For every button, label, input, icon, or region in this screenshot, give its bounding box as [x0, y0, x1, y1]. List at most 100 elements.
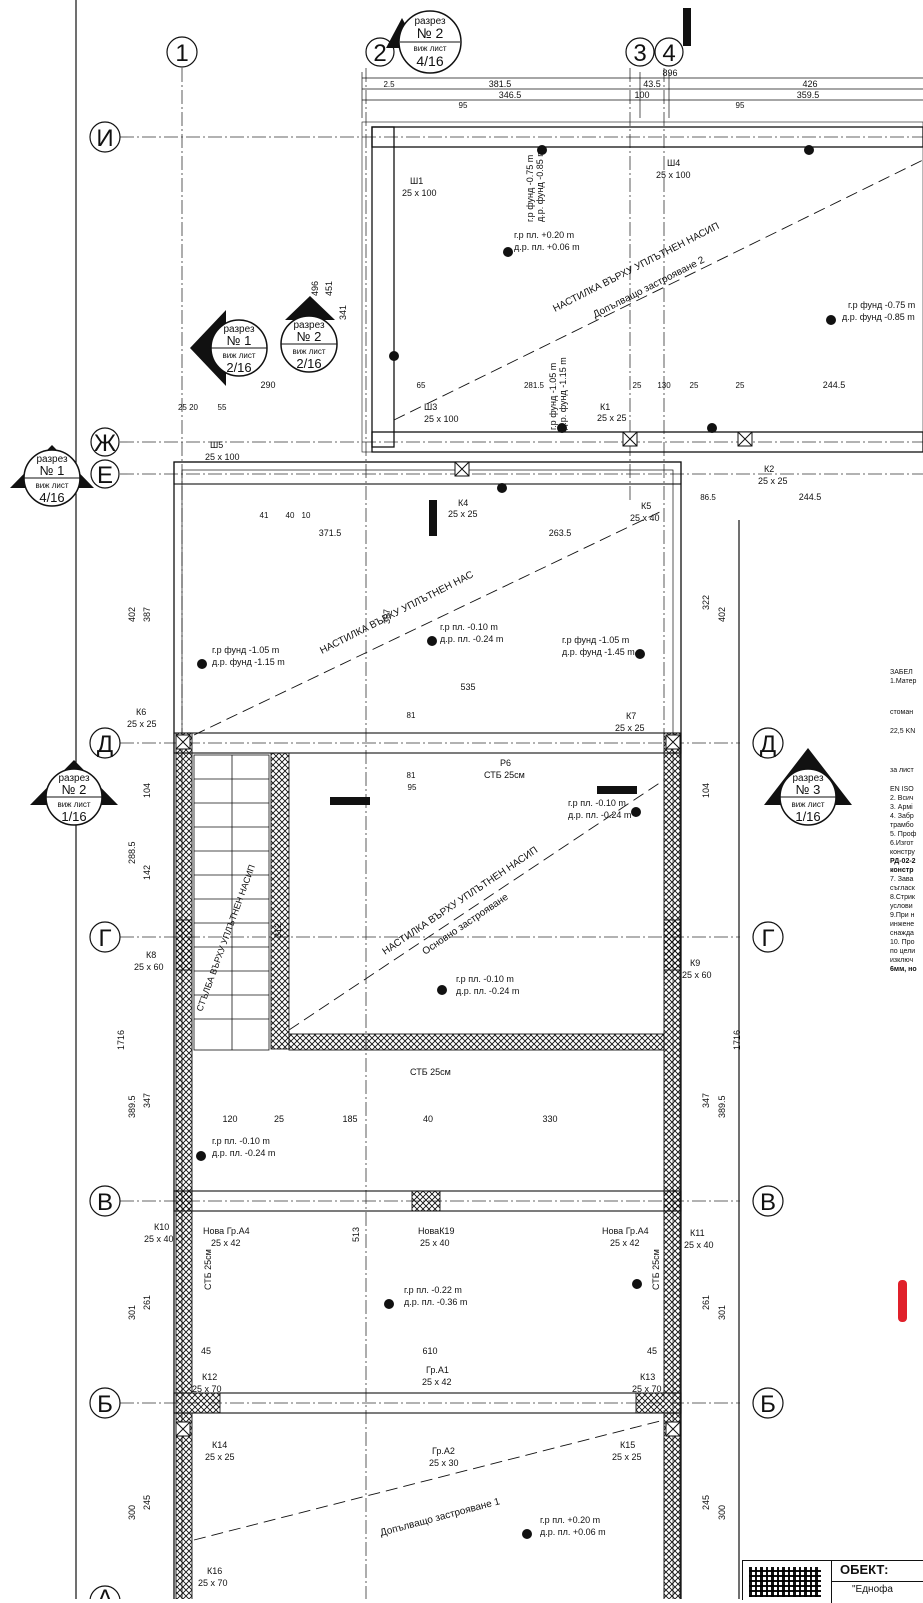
svg-text:300: 300 — [717, 1505, 727, 1520]
svg-text:разрез: разрез — [792, 773, 823, 784]
svg-text:В: В — [97, 1189, 113, 1216]
axis-bubble-1: 1 — [166, 36, 198, 68]
stair — [193, 754, 270, 1051]
svg-text:341: 341 — [338, 305, 348, 320]
hatched-walls — [175, 732, 681, 1599]
svg-text:К14: К14 — [212, 1440, 227, 1450]
svg-text:25 x 60: 25 x 60 — [134, 962, 164, 972]
svg-text:281.5: 281.5 — [524, 381, 545, 390]
svg-text:д.р. пл. -0.24 m: д.р. пл. -0.24 m — [456, 986, 519, 996]
note-line: 22,5 KN — [890, 728, 916, 735]
svg-text:95: 95 — [408, 783, 417, 792]
svg-text:Д: Д — [97, 731, 113, 758]
svg-text:СТБ 25см: СТБ 25см — [203, 1249, 213, 1290]
svg-text:301: 301 — [127, 1305, 137, 1320]
svg-text:535: 535 — [460, 682, 475, 692]
note-line: EN ISO — [890, 786, 914, 793]
svg-text:25 x 25: 25 x 25 — [612, 1452, 642, 1462]
svg-text:В: В — [760, 1189, 776, 1216]
svg-text:86.5: 86.5 — [700, 493, 716, 502]
axis-bubble-4: 4 — [654, 37, 684, 67]
svg-text:261: 261 — [701, 1295, 711, 1310]
columns — [175, 431, 753, 1437]
svg-text:г.р пл. -0.10 m: г.р пл. -0.10 m — [440, 622, 498, 632]
svg-text:25: 25 — [736, 381, 745, 390]
svg-text:Б: Б — [760, 1391, 776, 1418]
svg-text:д.р. пл. +0.06 m: д.р. пл. +0.06 m — [514, 242, 580, 252]
svg-text:25 x 42: 25 x 42 — [610, 1238, 640, 1248]
svg-text:130: 130 — [657, 381, 671, 390]
svg-text:25: 25 — [633, 381, 642, 390]
svg-text:№ 2: № 2 — [417, 25, 444, 41]
svg-text:25 x 25: 25 x 25 — [615, 723, 645, 733]
svg-text:Г: Г — [99, 925, 112, 952]
svg-text:№ 2: № 2 — [62, 782, 87, 797]
section-mark-2-top: разрез № 2 виж лист 4/16 — [386, 10, 462, 74]
svg-text:д.р. фунд -0.85 m: д.р. фунд -0.85 m — [535, 149, 545, 222]
svg-text:№ 1: № 1 — [40, 463, 65, 478]
svg-text:312: 312 — [273, 923, 283, 938]
svg-text:25 x 40: 25 x 40 — [684, 1240, 714, 1250]
axis-bubble-Д-left: Д — [89, 727, 121, 759]
svg-text:45: 45 — [647, 1346, 657, 1356]
svg-text:55: 55 — [218, 403, 227, 412]
svg-text:25 x 40: 25 x 40 — [144, 1234, 174, 1244]
svg-text:д.р. фунд -1.15 m: д.р. фунд -1.15 m — [558, 357, 568, 430]
level-labels: г.р пл. +0.20 m д.р. пл. +0.06 m г.р фун… — [212, 149, 915, 1537]
section-mark-1-left: разрез № 1 виж лист 2/16 — [190, 310, 268, 386]
svg-text:25 x 25: 25 x 25 — [597, 413, 627, 423]
svg-text:25 x 70: 25 x 70 — [198, 1578, 228, 1588]
svg-text:К5: К5 — [641, 501, 651, 511]
note-line: изключ — [890, 957, 914, 964]
svg-text:К8: К8 — [146, 950, 156, 960]
svg-text:25 x 42: 25 x 42 — [211, 1238, 241, 1248]
svg-text:Ж: Ж — [94, 430, 116, 457]
dim-top: 43.5 — [643, 79, 661, 89]
svg-text:виж лист: виж лист — [413, 44, 446, 53]
svg-text:Г: Г — [762, 925, 775, 952]
svg-text:Ш3: Ш3 — [424, 402, 437, 412]
note-line: снажда — [890, 930, 914, 937]
svg-text:К9: К9 — [690, 958, 700, 968]
side-dimension-labels: 402 387 402 322 1716 1716 288.5 142 389.… — [116, 281, 742, 1520]
note-line: РД-02-2 — [890, 858, 916, 865]
svg-text:40: 40 — [423, 1114, 433, 1124]
svg-text:Е: Е — [97, 462, 113, 489]
svg-text:г.р пл. +0.20 m: г.р пл. +0.20 m — [540, 1515, 600, 1525]
svg-text:2/16: 2/16 — [296, 356, 321, 371]
note-line: 8.Стрик — [890, 894, 915, 901]
svg-text:разрез: разрез — [58, 773, 89, 784]
svg-text:д.р. пл. -0.24 m: д.р. пл. -0.24 m — [440, 634, 503, 644]
svg-text:г.р пл. -0.10 m: г.р пл. -0.10 m — [456, 974, 514, 984]
zone-label: Допълващо застрояване 1 — [379, 1496, 502, 1539]
section-mark-2-left: разрез № 2 виж лист 2/16 — [280, 296, 338, 373]
svg-text:Ш5: Ш5 — [210, 440, 223, 450]
note-line: 6.Изгот — [890, 840, 914, 847]
svg-text:№ 2: № 2 — [297, 329, 322, 344]
svg-text:142: 142 — [142, 865, 152, 880]
svg-text:Нова Гр.А4: Нова Гр.А4 — [602, 1226, 649, 1236]
svg-text:330: 330 — [542, 1114, 557, 1124]
dim-top: 2.5 — [383, 80, 395, 89]
svg-text:г.р пл. -0.10 m: г.р пл. -0.10 m — [212, 1136, 270, 1146]
svg-text:288.5: 288.5 — [127, 841, 137, 864]
axis-bubble-2: 2 — [365, 37, 395, 67]
svg-text:виж лист: виж лист — [35, 481, 68, 490]
svg-text:25 x 40: 25 x 40 — [420, 1238, 450, 1248]
svg-text:25 x 25: 25 x 25 — [205, 1452, 235, 1462]
section-mark-3-right: разрез № 3 виж лист 1/16 — [764, 748, 852, 826]
svg-text:451: 451 — [324, 281, 334, 296]
svg-text:К2: К2 — [764, 464, 774, 474]
note-line: констр — [890, 867, 914, 874]
axis-bubble-Г-left: Г — [89, 921, 121, 953]
note-line: 9.При н — [890, 912, 915, 919]
axis-bubble-Г-right: Г — [752, 921, 784, 953]
svg-text:41: 41 — [260, 511, 269, 520]
note-line: услови — [890, 903, 913, 910]
note-line: трамбо — [890, 822, 914, 829]
svg-text:А: А — [97, 1585, 113, 1599]
dim-top: 100 — [634, 90, 649, 100]
svg-text:25 x 70: 25 x 70 — [192, 1384, 222, 1394]
svg-text:К10: К10 — [154, 1222, 169, 1232]
